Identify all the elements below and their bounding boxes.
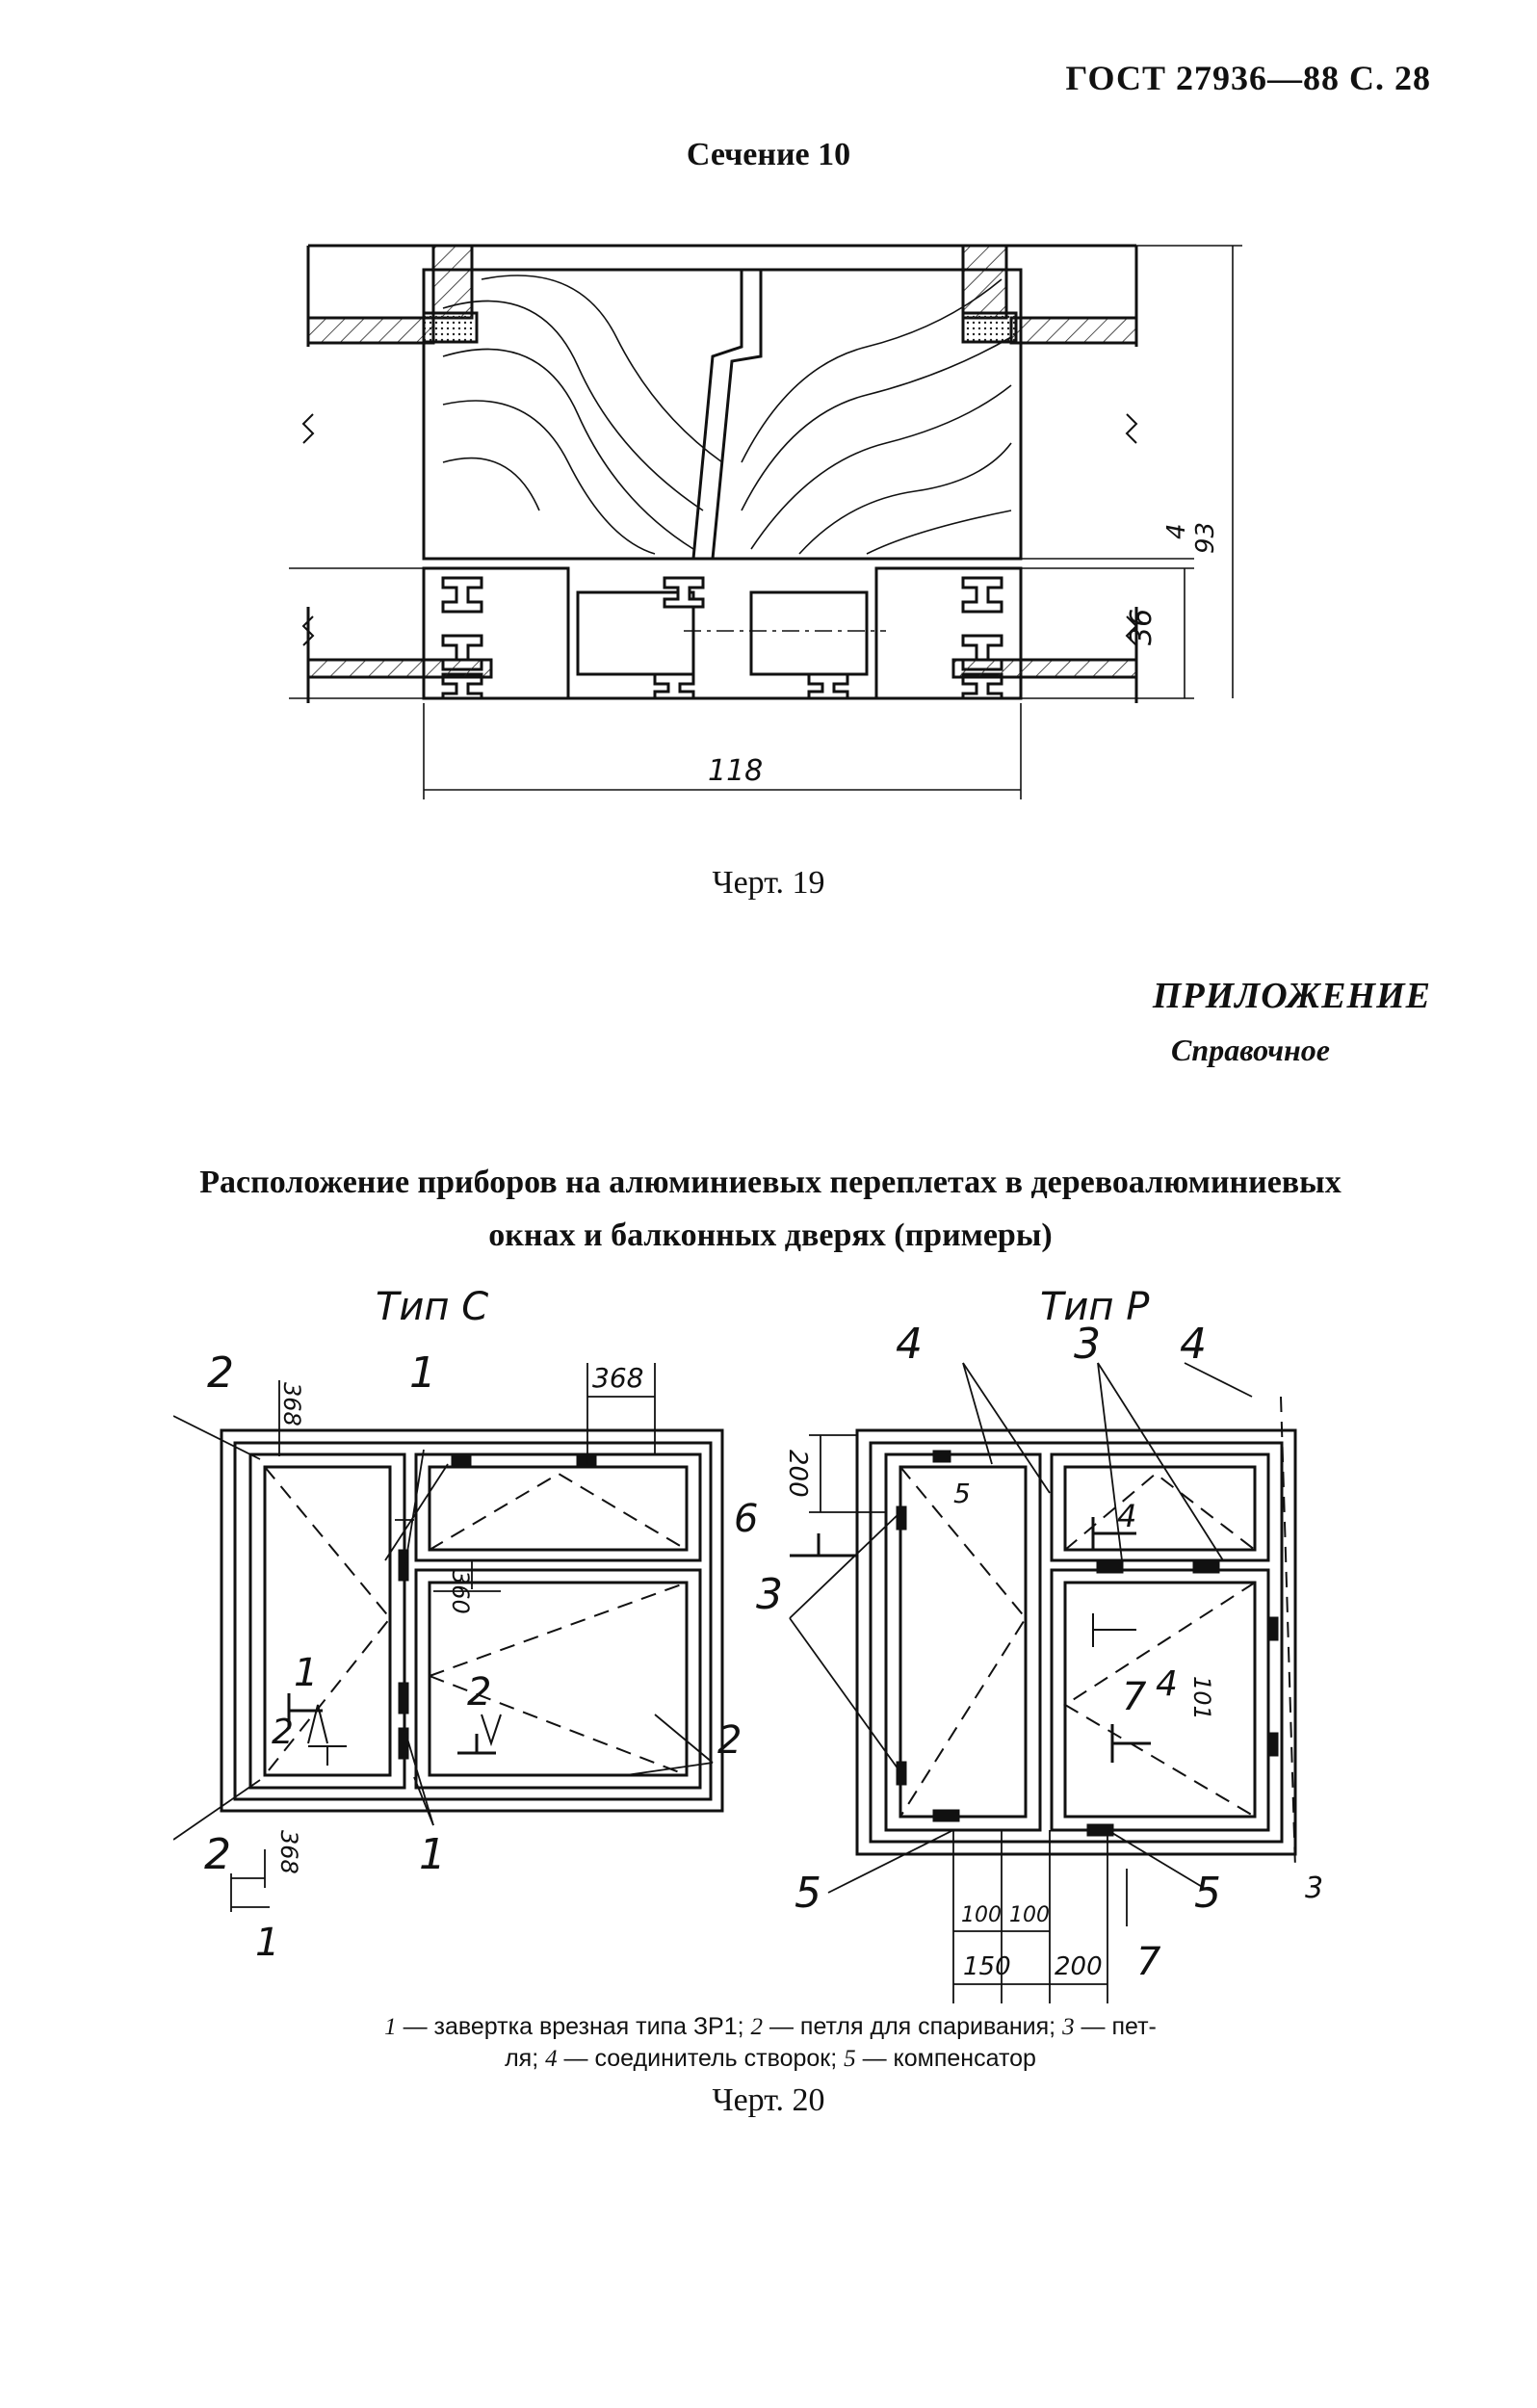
legend-text-3b: ля; bbox=[505, 2045, 546, 2072]
c-label-1-mid: 1 bbox=[294, 1651, 318, 1695]
c-label-2-top: 2 bbox=[207, 1348, 234, 1398]
c-label-2-bottom: 2 bbox=[204, 1830, 231, 1879]
p-label-3-top: 3 bbox=[1074, 1320, 1101, 1369]
legend-num-2: 2 bbox=[750, 2014, 764, 2040]
p-label-4-left: 4 bbox=[896, 1320, 923, 1369]
c-dim-368-bottom: 368 bbox=[275, 1830, 302, 1874]
legend-num-1: 1 bbox=[384, 2014, 397, 2040]
p-label-4-right: 4 bbox=[1180, 1320, 1207, 1369]
p-label-3-left: 3 bbox=[756, 1570, 783, 1619]
legend-num-4: 4 bbox=[545, 2046, 558, 2072]
figure-19-caption: Черт. 19 bbox=[712, 865, 825, 901]
dim-36-right: 36 bbox=[1125, 609, 1159, 645]
p-label-7-bottom: 7 bbox=[1136, 1940, 1161, 1984]
legend-text-1: — завертка врезная типа ЗР1; bbox=[396, 2013, 751, 2040]
dim-93: 93 bbox=[1191, 522, 1220, 554]
p-label-3-right: 3 bbox=[1305, 1871, 1323, 1905]
legend-text-2: — петля для спаривания; bbox=[763, 2013, 1063, 2040]
figure-19-section-drawing: 36 36 4 93 118 bbox=[289, 244, 1242, 799]
dim-4: 4 bbox=[1162, 523, 1191, 539]
c-dim-368-top-right: 368 bbox=[592, 1362, 643, 1394]
p-label-5-right: 5 bbox=[1194, 1869, 1221, 1918]
p-dim-101: 101 bbox=[1188, 1676, 1215, 1720]
p-label-6: 6 bbox=[734, 1497, 758, 1541]
c-label-1-top: 1 bbox=[409, 1348, 436, 1398]
p-label-4-inner: 4 bbox=[1117, 1498, 1136, 1534]
p-dim-100-b: 100 bbox=[1009, 1903, 1050, 1927]
c-dim-368-top: 368 bbox=[278, 1382, 305, 1426]
main-title-line1: Расположение приборов на алюминиевых пер… bbox=[199, 1165, 1342, 1200]
type-c-label: Тип С bbox=[376, 1291, 488, 1329]
p-dim-100-a: 100 bbox=[961, 1903, 1002, 1927]
p-label-5-inner: 5 bbox=[953, 1478, 971, 1509]
c-label-2-right: 2 bbox=[717, 1718, 742, 1763]
c-label-1-bottom: 1 bbox=[419, 1830, 446, 1879]
c-label-1-section: 1 bbox=[255, 1921, 279, 1965]
dim-118: 118 bbox=[708, 754, 763, 788]
p-label-7: 7 bbox=[1122, 1675, 1147, 1719]
legend-text-5: — компенсатор bbox=[855, 2045, 1036, 2072]
p-label-4-mid: 4 bbox=[1156, 1664, 1178, 1704]
p-label-5-left: 5 bbox=[795, 1869, 821, 1918]
c-dim-360: 360 bbox=[447, 1570, 474, 1614]
appendix-label: ПРИЛОЖЕНИЕ bbox=[1152, 976, 1431, 1016]
legend-text-3: — пет- bbox=[1074, 2013, 1157, 2040]
legend-num-3: 3 bbox=[1062, 2014, 1075, 2040]
figure-20-caption: Черт. 20 bbox=[712, 2082, 825, 2118]
p-dim-200: 200 bbox=[783, 1450, 812, 1498]
figure-20-legend: 1 — завертка врезная типа ЗР1; 2 — петля… bbox=[221, 2011, 1319, 2075]
appendix-subtitle: Справочное bbox=[1171, 1033, 1330, 1067]
section-title: Сечение 10 bbox=[686, 137, 851, 172]
document-header: ГОСТ 27936—88 С. 28 bbox=[1065, 59, 1431, 97]
main-title: Расположение приборов на алюминиевых пер… bbox=[111, 1156, 1430, 1262]
legend-text-4: — соединитель створок; bbox=[557, 2045, 845, 2072]
type-p-label: Тип Р bbox=[1040, 1291, 1150, 1329]
main-title-line2: окнах и балконных дверях (примеры) bbox=[488, 1217, 1053, 1253]
p-dim-200-bottom: 200 bbox=[1055, 1952, 1103, 1981]
legend-num-5: 5 bbox=[844, 2046, 856, 2072]
c-label-2-mid: 2 bbox=[272, 1713, 294, 1752]
p-dim-150: 150 bbox=[963, 1952, 1011, 1981]
c-label-2-sash: 2 bbox=[467, 1670, 491, 1714]
figure-20-drawing: Тип С Тип Р 2 368 1 368 360 1 2 2 2 2 36… bbox=[173, 1291, 1323, 2003]
